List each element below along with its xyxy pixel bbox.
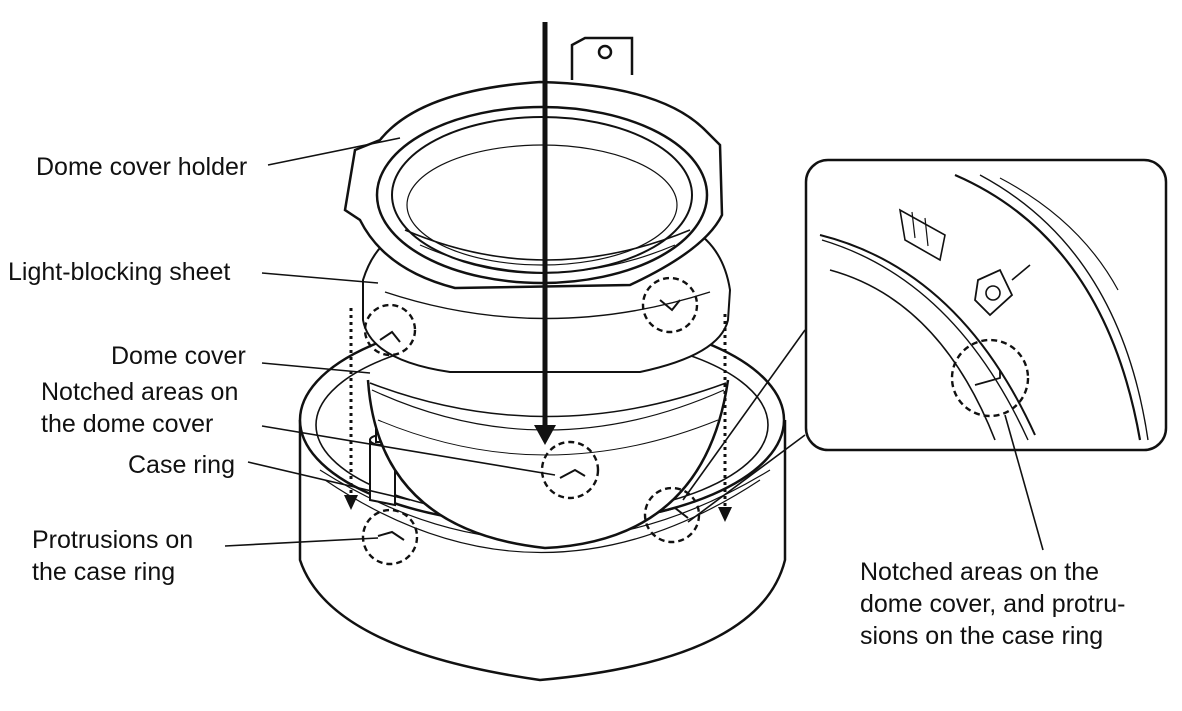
label-notched-areas: Notched areas on the dome cover [41, 376, 238, 440]
label-dome-cover: Dome cover [111, 342, 246, 370]
dashed-circle-icon [641, 276, 699, 334]
label-dome-cover-holder: Dome cover holder [36, 153, 248, 181]
dotted-arrow-down-icon [344, 495, 358, 510]
dome-cover-holder-part [343, 36, 724, 290]
label-case-ring: Case ring [128, 451, 235, 479]
label-protrusions-line2: the case ring [32, 558, 176, 586]
label-detail-line3: sions on the case ring [860, 622, 1104, 650]
label-detail-line1: Notched areas on the [860, 558, 1100, 586]
label-detail: Notched areas on the dome cover, and pro… [860, 556, 1125, 652]
label-detail-line2: dome cover, and protru- [860, 590, 1126, 618]
label-light-blocking-sheet: Light-blocking sheet [8, 258, 231, 286]
dashed-circle-icon [950, 338, 1030, 418]
arrow-down-icon [534, 425, 556, 445]
label-protrusions: Protrusions on the case ring [32, 524, 193, 588]
dashed-circle-icon [643, 486, 701, 544]
detail-callout [682, 158, 1168, 551]
label-notched-areas-line1: Notched areas on [41, 378, 239, 406]
label-notched-areas-line2: the dome cover [41, 410, 214, 438]
dotted-arrow-down-icon [718, 507, 732, 522]
label-protrusions-line1: Protrusions on [32, 526, 194, 554]
dome-cover-part [366, 379, 730, 550]
dashed-circle-icon [361, 508, 419, 566]
leader-lines [224, 137, 556, 547]
dashed-circle-icon [363, 303, 417, 357]
dashed-circle-icon [540, 440, 600, 500]
align-arrow-left [344, 308, 358, 510]
align-arrow-right [718, 314, 732, 522]
